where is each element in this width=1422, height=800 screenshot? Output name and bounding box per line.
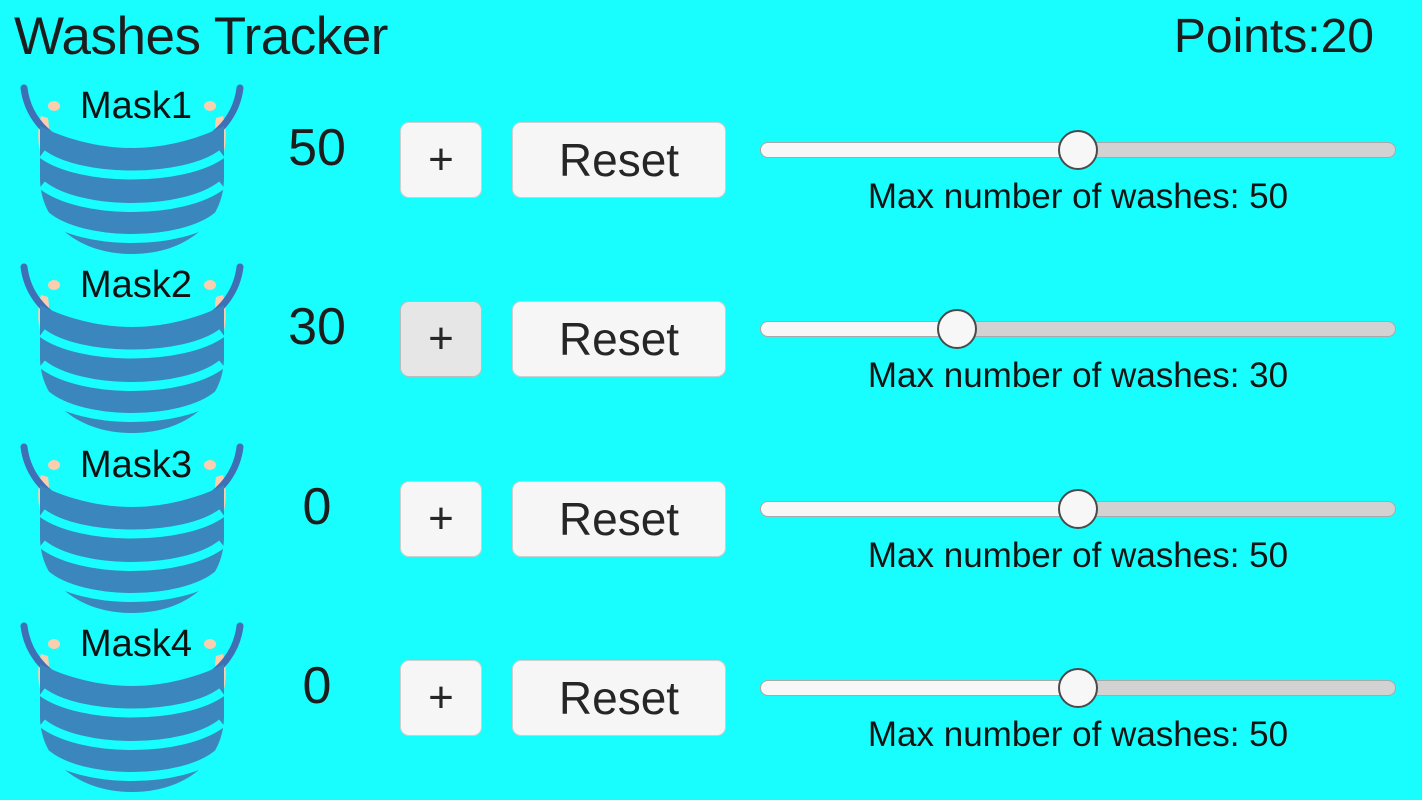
mask-icon-cell[interactable]: Mask3 [10, 439, 254, 617]
reset-button[interactable]: Reset [512, 301, 726, 377]
wash-count: 0 [302, 657, 332, 715]
increment-button[interactable]: + [400, 301, 482, 377]
increment-button[interactable]: + [400, 481, 482, 557]
reset-button[interactable]: Reset [512, 660, 726, 736]
slider-thumb[interactable] [1058, 489, 1098, 529]
max-washes-slider[interactable] [760, 130, 1396, 170]
page-title: Washes Tracker [14, 7, 388, 66]
increment-button[interactable]: + [400, 122, 482, 198]
face-mask-icon [20, 622, 244, 792]
max-washes-caption: Max number of washes: 50 [867, 177, 1289, 216]
points-counter: Points:20 [1173, 10, 1374, 63]
max-washes-caption: Max number of washes: 30 [867, 356, 1289, 395]
mask-name-label: Mask3 [80, 444, 192, 486]
max-washes-caption: Max number of washes: 50 [867, 536, 1289, 575]
slider-thumb[interactable] [937, 309, 977, 349]
face-mask-icon [20, 84, 244, 254]
mask-name-label: Mask2 [80, 264, 192, 306]
increment-button[interactable]: + [400, 660, 482, 736]
mask-name-label: Mask4 [80, 623, 192, 665]
wash-count: 0 [302, 478, 332, 536]
max-washes-slider-cell: Max number of washes: 30 [760, 259, 1400, 437]
face-mask-icon [20, 443, 244, 613]
mask-row-4: Mask4 0 + Reset Max number of washes: 50 [0, 618, 1422, 798]
mask-icon-cell[interactable]: Mask1 [10, 80, 254, 258]
max-washes-slider[interactable] [760, 668, 1396, 708]
wash-count: 30 [288, 298, 346, 356]
max-washes-caption: Max number of washes: 50 [867, 715, 1289, 754]
reset-button[interactable]: Reset [512, 122, 726, 198]
slider-track-fill [760, 321, 957, 337]
mask-row-3: Mask3 0 + Reset Max number of washes: 50 [0, 439, 1422, 619]
mask-icon-cell[interactable]: Mask4 [10, 618, 254, 796]
reset-button[interactable]: Reset [512, 481, 726, 557]
max-washes-slider-cell: Max number of washes: 50 [760, 80, 1400, 258]
slider-track-fill [760, 501, 1078, 517]
max-washes-slider-cell: Max number of washes: 50 [760, 439, 1400, 617]
wash-count: 50 [288, 119, 346, 177]
mask-row-2: Mask2 30 + Reset Max number of washes: 3… [0, 259, 1422, 439]
max-washes-slider[interactable] [760, 309, 1396, 349]
max-washes-slider-cell: Max number of washes: 50 [760, 618, 1400, 796]
slider-thumb[interactable] [1058, 130, 1098, 170]
slider-track-fill [760, 680, 1078, 696]
mask-icon-cell[interactable]: Mask2 [10, 259, 254, 437]
slider-thumb[interactable] [1058, 668, 1098, 708]
max-washes-slider[interactable] [760, 489, 1396, 529]
app-header: Washes Tracker Points:20 [0, 0, 1422, 78]
mask-row-1: Mask1 50 + Reset Max number of washes: 5… [0, 80, 1422, 260]
face-mask-icon [20, 263, 244, 433]
mask-name-label: Mask1 [80, 85, 192, 127]
slider-track-fill [760, 142, 1078, 158]
